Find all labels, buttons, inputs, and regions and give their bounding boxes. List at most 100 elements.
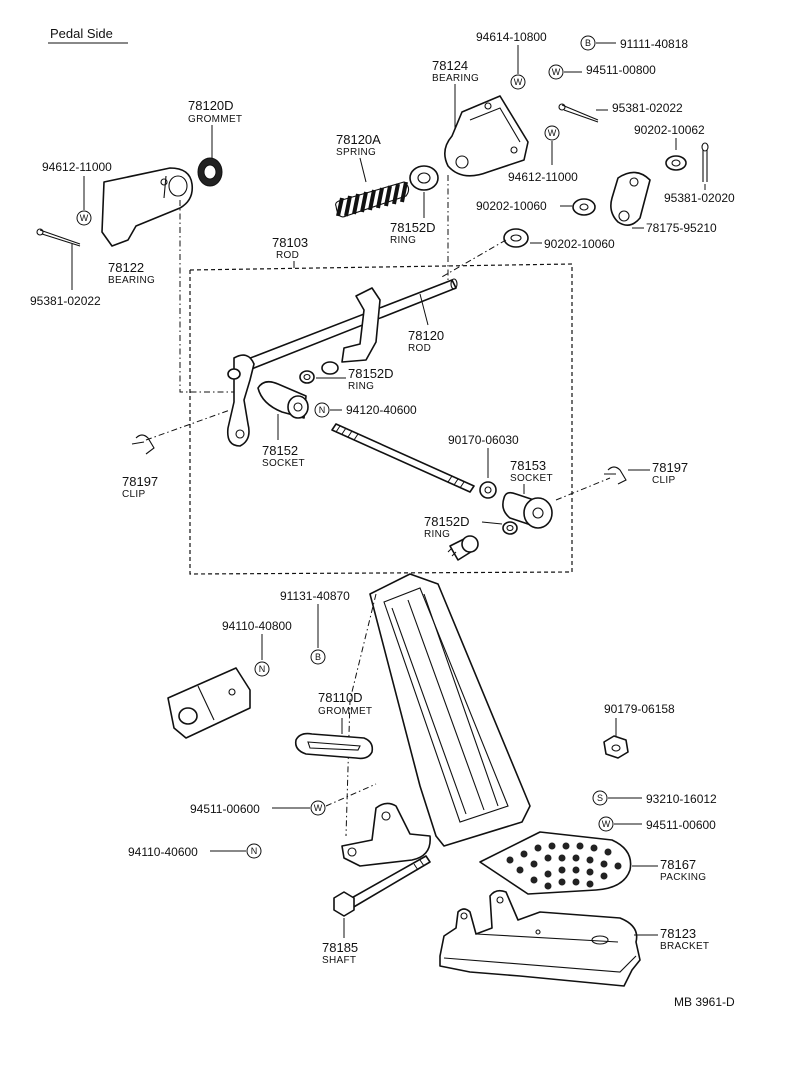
svg-text:W: W bbox=[548, 128, 557, 138]
label-78167-name: PACKING bbox=[660, 872, 706, 883]
label-78153-name: SOCKET bbox=[510, 473, 553, 484]
part-number-95381-02022-top: 95381-02022 bbox=[612, 101, 683, 115]
bearing-bracket-part bbox=[444, 95, 529, 177]
small-bracket-part bbox=[167, 667, 251, 739]
socket-part bbox=[257, 380, 309, 419]
label-78152d-low-name: RING bbox=[424, 529, 450, 540]
part-number-94612-11000-left: 94612-11000 bbox=[42, 160, 112, 174]
screw-symbol: S bbox=[592, 790, 608, 806]
spring-part bbox=[335, 181, 410, 218]
lever-plate-part bbox=[610, 171, 651, 226]
label-78103: 78103 bbox=[272, 235, 308, 250]
svg-text:B: B bbox=[315, 652, 321, 662]
threaded-rod-part bbox=[331, 423, 475, 493]
label-78120a: 78120A bbox=[336, 132, 381, 147]
nut-part bbox=[479, 481, 497, 499]
grommet-part bbox=[294, 732, 374, 760]
label-78123-name: BRACKET bbox=[660, 941, 709, 952]
part-number-94120-40600: 94120-40600 bbox=[346, 403, 417, 417]
svg-text:S: S bbox=[597, 793, 603, 803]
alignment-line bbox=[439, 239, 507, 279]
washer-part bbox=[665, 155, 687, 171]
leader-line bbox=[481, 521, 503, 525]
label-78124-name: BEARING bbox=[432, 73, 479, 84]
svg-text:W: W bbox=[314, 803, 323, 813]
ring-part bbox=[502, 521, 518, 535]
alignment-line bbox=[145, 409, 231, 441]
label-78185: 78185 bbox=[322, 940, 358, 955]
label-78122: 78122 bbox=[108, 260, 144, 275]
label-78153: 78153 bbox=[510, 458, 546, 473]
part-number-95381-02022-left: 95381-02022 bbox=[30, 294, 101, 308]
bolt-symbol: B bbox=[580, 35, 596, 51]
part-number-94511-00800: 94511-00800 bbox=[586, 63, 656, 77]
cotter-pin bbox=[558, 103, 599, 123]
label-78197-right: 78197 bbox=[652, 460, 688, 475]
part-number-90202-10060-b: 90202-10060 bbox=[544, 237, 615, 251]
socket-part bbox=[502, 491, 553, 529]
svg-text:N: N bbox=[251, 846, 258, 856]
svg-text:W: W bbox=[80, 213, 89, 223]
bearing-left-part bbox=[101, 167, 194, 247]
label-78122-name: BEARING bbox=[108, 275, 155, 286]
svg-text:N: N bbox=[259, 664, 266, 674]
washer-symbol: W bbox=[548, 64, 564, 80]
part-number-90179-06158: 90179-06158 bbox=[604, 702, 675, 716]
label-78120: 78120 bbox=[408, 328, 444, 343]
label-78152d-top-name: RING bbox=[390, 235, 416, 246]
part-number-94511-00600-mid: 94511-00600 bbox=[190, 802, 260, 816]
part-number-94511-00600-right: 94511-00600 bbox=[646, 818, 716, 832]
shaft-bolt-part bbox=[333, 855, 431, 917]
label-78197-left: 78197 bbox=[122, 474, 158, 489]
rod-assembly-part bbox=[226, 278, 458, 447]
label-78167: 78167 bbox=[660, 857, 696, 872]
nut-part bbox=[603, 735, 629, 759]
part-number-93210-16012: 93210-16012 bbox=[646, 792, 717, 806]
label-78152d-mid: 78152D bbox=[348, 366, 394, 381]
accelerator-pedal-part bbox=[341, 573, 531, 867]
pedal-bracket-part bbox=[439, 889, 641, 987]
part-number-94110-40600: 94110-40600 bbox=[128, 845, 198, 859]
label-78152: 78152 bbox=[262, 443, 298, 458]
washer-symbol: W bbox=[310, 800, 326, 816]
label-78120d: 78120D bbox=[188, 98, 234, 113]
label-78152d-top: 78152D bbox=[390, 220, 436, 235]
label-78120a-name: SPRING bbox=[336, 147, 376, 158]
svg-text:W: W bbox=[514, 77, 523, 87]
alignment-line bbox=[179, 200, 236, 393]
svg-text:N: N bbox=[319, 405, 326, 415]
clip-part bbox=[604, 466, 627, 485]
part-number-94614-10800: 94614-10800 bbox=[476, 30, 547, 44]
washer-symbol: W bbox=[510, 74, 526, 90]
washer-symbol: W bbox=[76, 210, 92, 226]
part-number-90170-06030: 90170-06030 bbox=[448, 433, 519, 447]
alignment-line bbox=[555, 477, 611, 501]
part-number-90202-10060-a: 90202-10060 bbox=[476, 199, 547, 213]
part-number-90202-10062: 90202-10062 bbox=[634, 123, 705, 137]
nut-symbol: N bbox=[254, 661, 270, 677]
leader-line bbox=[419, 293, 429, 326]
part-number-91111-40818: 91111-40818 bbox=[620, 37, 688, 51]
label-78185-name: SHAFT bbox=[322, 955, 356, 966]
label-78197-right-name: CLIP bbox=[652, 475, 675, 486]
ring-part bbox=[409, 165, 439, 191]
leader-line bbox=[359, 157, 367, 183]
washer-part bbox=[503, 228, 529, 248]
part-number-94110-40800: 94110-40800 bbox=[222, 619, 292, 633]
cotter-pin bbox=[701, 142, 709, 182]
ring-part bbox=[299, 370, 315, 384]
washer-part bbox=[572, 198, 596, 216]
diagram-title: Pedal Side bbox=[50, 26, 113, 41]
label-78120d-name: GROMMET bbox=[188, 114, 242, 125]
label-78152-name: SOCKET bbox=[262, 458, 305, 469]
part-number-94612-11000-right: 94612-11000 bbox=[508, 170, 578, 184]
part-number-91131-40870: 91131-40870 bbox=[280, 589, 350, 603]
label-78110d-name: GROMMET bbox=[318, 706, 372, 717]
part-number-78175-95210: 78175-95210 bbox=[646, 221, 717, 235]
grommet-part bbox=[197, 157, 223, 187]
washer-symbol: W bbox=[544, 125, 560, 141]
label-78110d: 78110D bbox=[318, 690, 363, 705]
nut-symbol: N bbox=[246, 843, 262, 859]
assembly-boundary bbox=[189, 263, 573, 575]
